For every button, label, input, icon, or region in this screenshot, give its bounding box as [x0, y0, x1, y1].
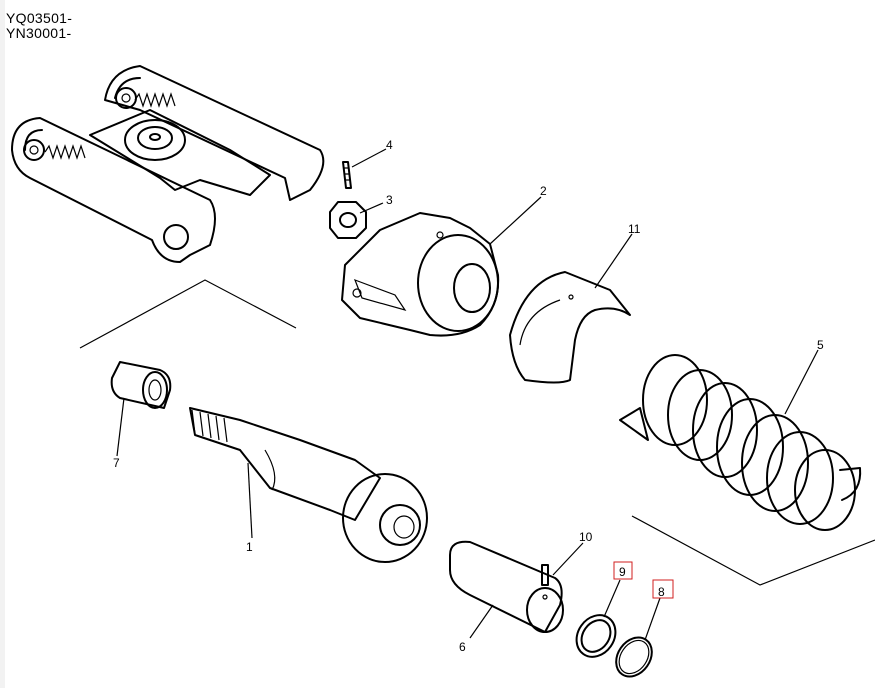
part-8-ring — [615, 636, 653, 678]
callout-4: 4 — [386, 138, 393, 152]
part-11-shield — [509, 271, 631, 384]
serial-range-2: YN30001- — [6, 25, 72, 41]
callout-11: 11 — [628, 222, 641, 236]
callout-5: 5 — [817, 338, 824, 352]
callout-10: 10 — [579, 530, 593, 544]
leader-lines — [116, 148, 819, 641]
highlight-box-8 — [652, 579, 674, 599]
track-frame-overview — [11, 65, 325, 263]
callout-7: 7 — [113, 456, 120, 470]
highlight-box-9 — [613, 561, 633, 580]
left-margin-strip — [0, 0, 5, 688]
part-4-pin — [342, 161, 352, 189]
part-6-pin-sleeve — [449, 540, 564, 633]
part-10-roll-pin — [541, 564, 549, 586]
phantom-line-left — [79, 279, 297, 349]
part-3-hex-nut — [329, 201, 367, 239]
part-7-bushing — [110, 361, 172, 409]
part-2-bracket — [341, 212, 500, 337]
part-5-coil-spring — [619, 354, 862, 531]
callout-6: 6 — [459, 640, 466, 654]
part-9-ring — [575, 614, 617, 658]
serial-range-1: YQ03501- — [6, 10, 73, 26]
callout-3: 3 — [386, 193, 393, 207]
callout-9: 9 — [619, 565, 626, 579]
callout-2: 2 — [540, 184, 547, 198]
callout-8: 8 — [658, 585, 665, 599]
callout-1: 1 — [246, 540, 253, 554]
part-1-idler-shaft — [189, 407, 428, 563]
phantom-line-right — [631, 515, 875, 586]
